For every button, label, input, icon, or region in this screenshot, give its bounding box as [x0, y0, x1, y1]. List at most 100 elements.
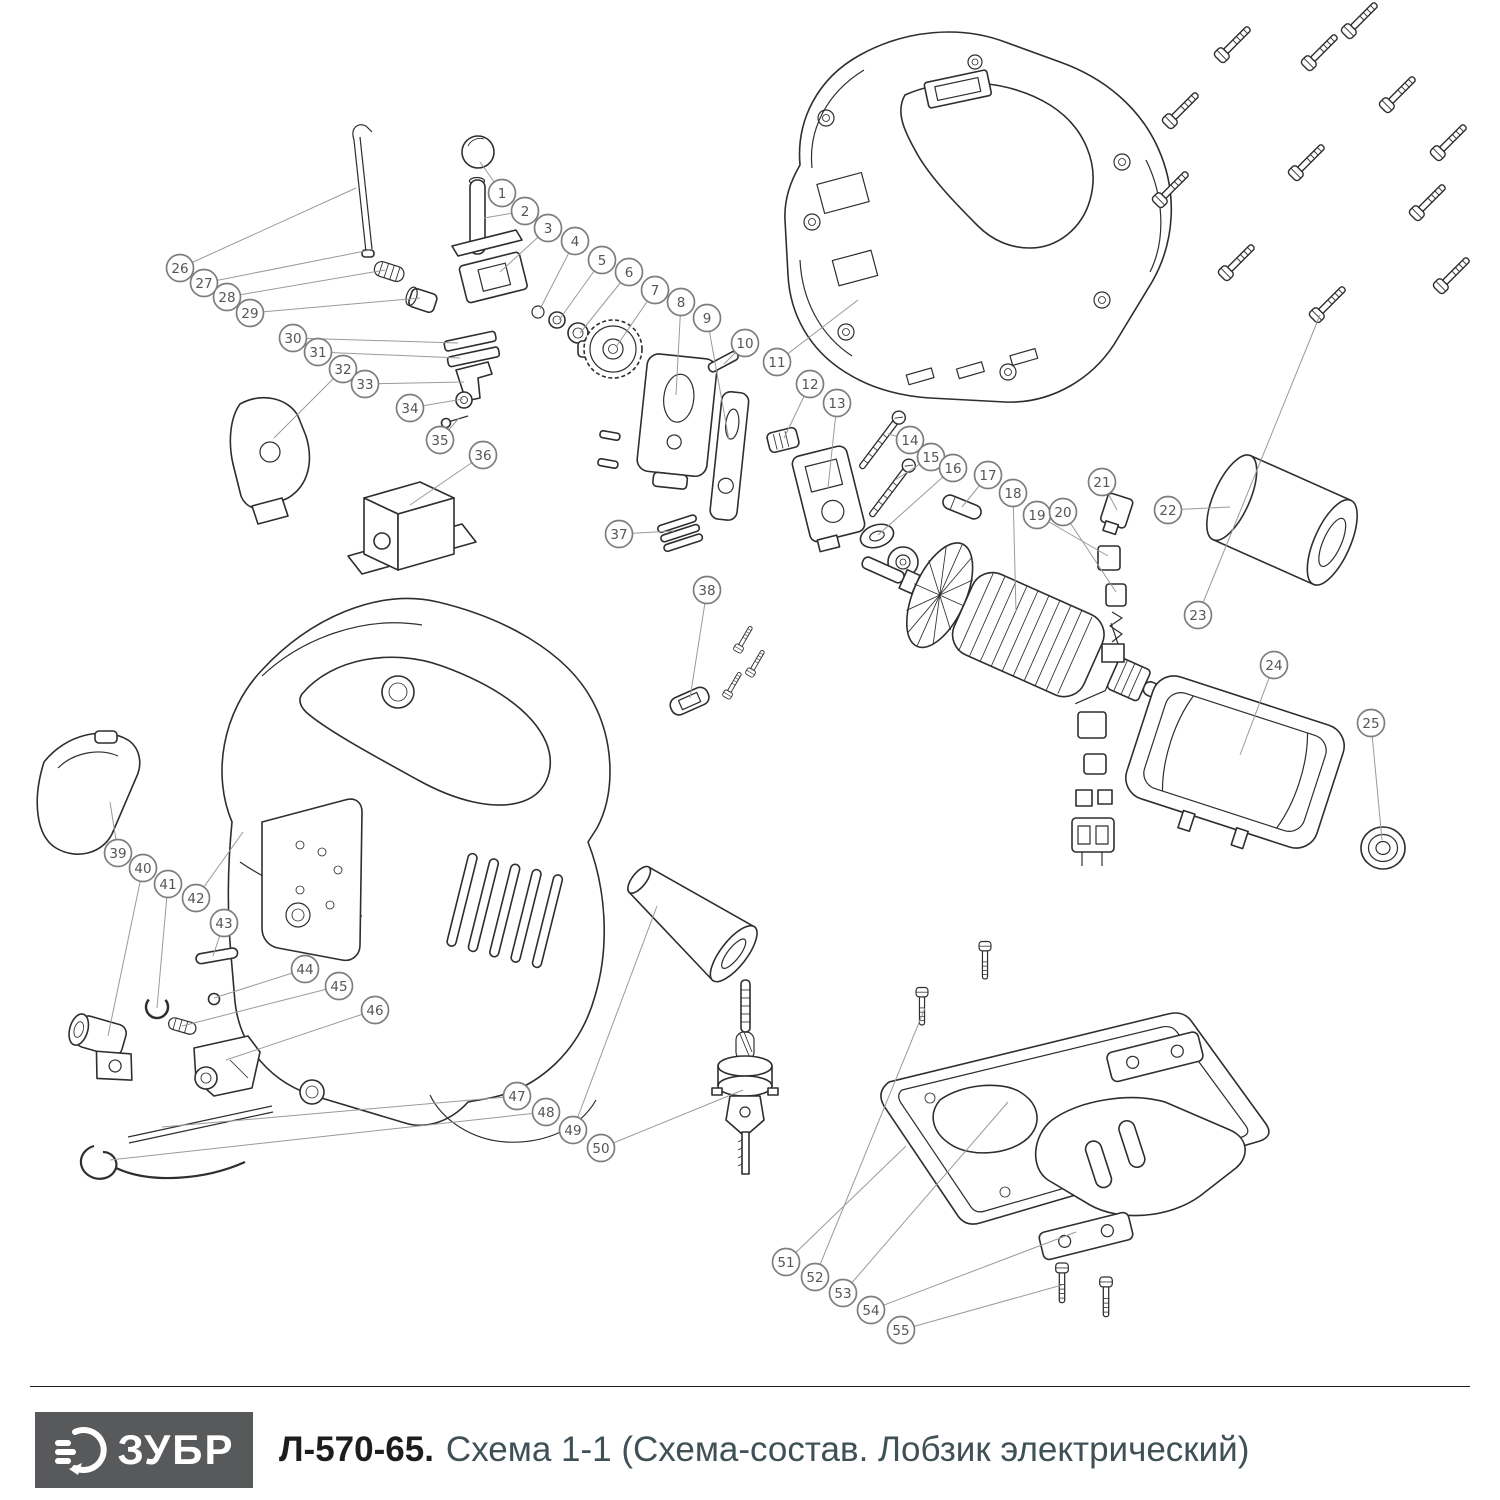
callout-22: 22 — [1153, 495, 1183, 525]
svg-text:28: 28 — [218, 290, 235, 306]
svg-text:46: 46 — [366, 1003, 383, 1019]
callout-4: 4 — [560, 226, 590, 256]
svg-text:9: 9 — [703, 311, 712, 327]
leader-line-8 — [675, 301, 682, 396]
callout-28: 28 — [212, 282, 242, 312]
footer-divider — [30, 1386, 1470, 1387]
svg-text:21: 21 — [1093, 475, 1110, 491]
housing-shell-half — [784, 31, 1173, 403]
callout-44: 44 — [290, 954, 320, 984]
callout-34: 34 — [395, 393, 425, 423]
callout-43: 43 — [209, 908, 239, 938]
callout-42: 42 — [181, 883, 211, 913]
svg-text:25: 25 — [1362, 716, 1379, 732]
svg-text:42: 42 — [187, 891, 204, 907]
callout-10: 10 — [730, 328, 760, 358]
leader-line-26 — [179, 187, 357, 269]
svg-text:12: 12 — [801, 377, 818, 393]
leader-line-28 — [226, 269, 386, 298]
leader-line-55 — [900, 1284, 1063, 1331]
callout-18: 18 — [998, 478, 1028, 508]
leader-line-50 — [600, 1089, 744, 1149]
svg-text:54: 54 — [862, 1303, 879, 1319]
svg-text:30: 30 — [284, 331, 301, 347]
brand-name: ЗУБР — [117, 1426, 235, 1473]
callout-25: 25 — [1356, 708, 1386, 738]
svg-text:33: 33 — [356, 377, 373, 393]
leader-line-31 — [317, 351, 461, 359]
callout-24: 24 — [1259, 650, 1289, 680]
ball-bearing — [1360, 826, 1406, 870]
callout-19: 19 — [1022, 500, 1052, 530]
callout-41: 41 — [153, 869, 183, 899]
leader-line-46 — [225, 1009, 376, 1061]
leader-line-48 — [109, 1111, 547, 1161]
leader-line-41 — [156, 883, 169, 1009]
callout-52: 52 — [800, 1262, 830, 1292]
svg-text:37: 37 — [610, 527, 627, 543]
plunger-blade-assembly — [711, 979, 779, 1175]
svg-text:16: 16 — [944, 461, 961, 477]
callout-9: 9 — [692, 303, 722, 333]
svg-text:14: 14 — [901, 433, 918, 449]
svg-text:38: 38 — [698, 583, 715, 599]
callout-32: 32 — [328, 354, 358, 384]
callout-12: 12 — [795, 369, 825, 399]
svg-text:22: 22 — [1159, 503, 1176, 519]
brand-logo: ЗУБР — [35, 1412, 253, 1488]
callout-13: 13 — [822, 388, 852, 418]
callout-45: 45 — [324, 971, 354, 1001]
leader-line-45 — [181, 985, 340, 1027]
callout-26: 26 — [165, 253, 195, 283]
callout-46: 46 — [360, 995, 390, 1025]
svg-text:6: 6 — [625, 265, 634, 281]
callout-40: 40 — [128, 853, 158, 883]
svg-text:34: 34 — [401, 401, 418, 417]
guide-roller-parts — [68, 947, 274, 1180]
motor-can — [1206, 454, 1358, 586]
svg-text:45: 45 — [330, 979, 347, 995]
switch-parts — [766, 426, 866, 553]
leader-line-33 — [364, 381, 465, 385]
callout-29: 29 — [235, 298, 265, 328]
callout-1: 1 — [487, 178, 517, 208]
armature-assembly — [861, 542, 1181, 705]
callout-14: 14 — [895, 425, 925, 455]
leader-line-51 — [785, 1145, 907, 1263]
svg-text:5: 5 — [598, 253, 607, 269]
svg-text:13: 13 — [828, 396, 845, 412]
leader-line-32 — [273, 368, 344, 439]
leader-line-49 — [572, 905, 658, 1131]
scheme-title: Схема 1-1 (Схема-состав. Лобзик электрич… — [445, 1430, 1250, 1469]
svg-text:7: 7 — [651, 283, 660, 299]
svg-text:39: 39 — [109, 846, 126, 862]
leader-line-23 — [1197, 314, 1321, 616]
callout-38: 38 — [692, 575, 722, 605]
svg-text:48: 48 — [537, 1105, 554, 1121]
callout-30: 30 — [278, 323, 308, 353]
callout-48: 48 — [531, 1097, 561, 1127]
leader-line-54 — [870, 1231, 1077, 1311]
svg-text:18: 18 — [1004, 486, 1021, 502]
svg-text:2: 2 — [521, 204, 530, 220]
svg-text:52: 52 — [806, 1270, 823, 1286]
leader-line-47 — [161, 1095, 518, 1128]
callout-2: 2 — [510, 196, 540, 226]
callout-33: 33 — [350, 369, 380, 399]
leader-line-11 — [776, 299, 859, 363]
svg-text:4: 4 — [571, 234, 580, 250]
callout-35: 35 — [425, 425, 455, 455]
callout-17: 17 — [973, 460, 1003, 490]
svg-text:10: 10 — [736, 336, 753, 352]
callout-27: 27 — [189, 268, 219, 298]
leader-line-53 — [842, 1101, 1009, 1294]
callout-8: 8 — [666, 287, 696, 317]
svg-text:15: 15 — [922, 450, 939, 466]
leader-line-16 — [877, 467, 954, 536]
svg-text:35: 35 — [431, 433, 448, 449]
svg-text:53: 53 — [834, 1286, 851, 1302]
svg-text:44: 44 — [296, 962, 313, 978]
diagram-title: Л-570-65.Схема 1-1 (Схема-состав. Лобзик… — [279, 1430, 1249, 1470]
leader-line-40 — [107, 867, 144, 1037]
callout-47: 47 — [502, 1081, 532, 1111]
